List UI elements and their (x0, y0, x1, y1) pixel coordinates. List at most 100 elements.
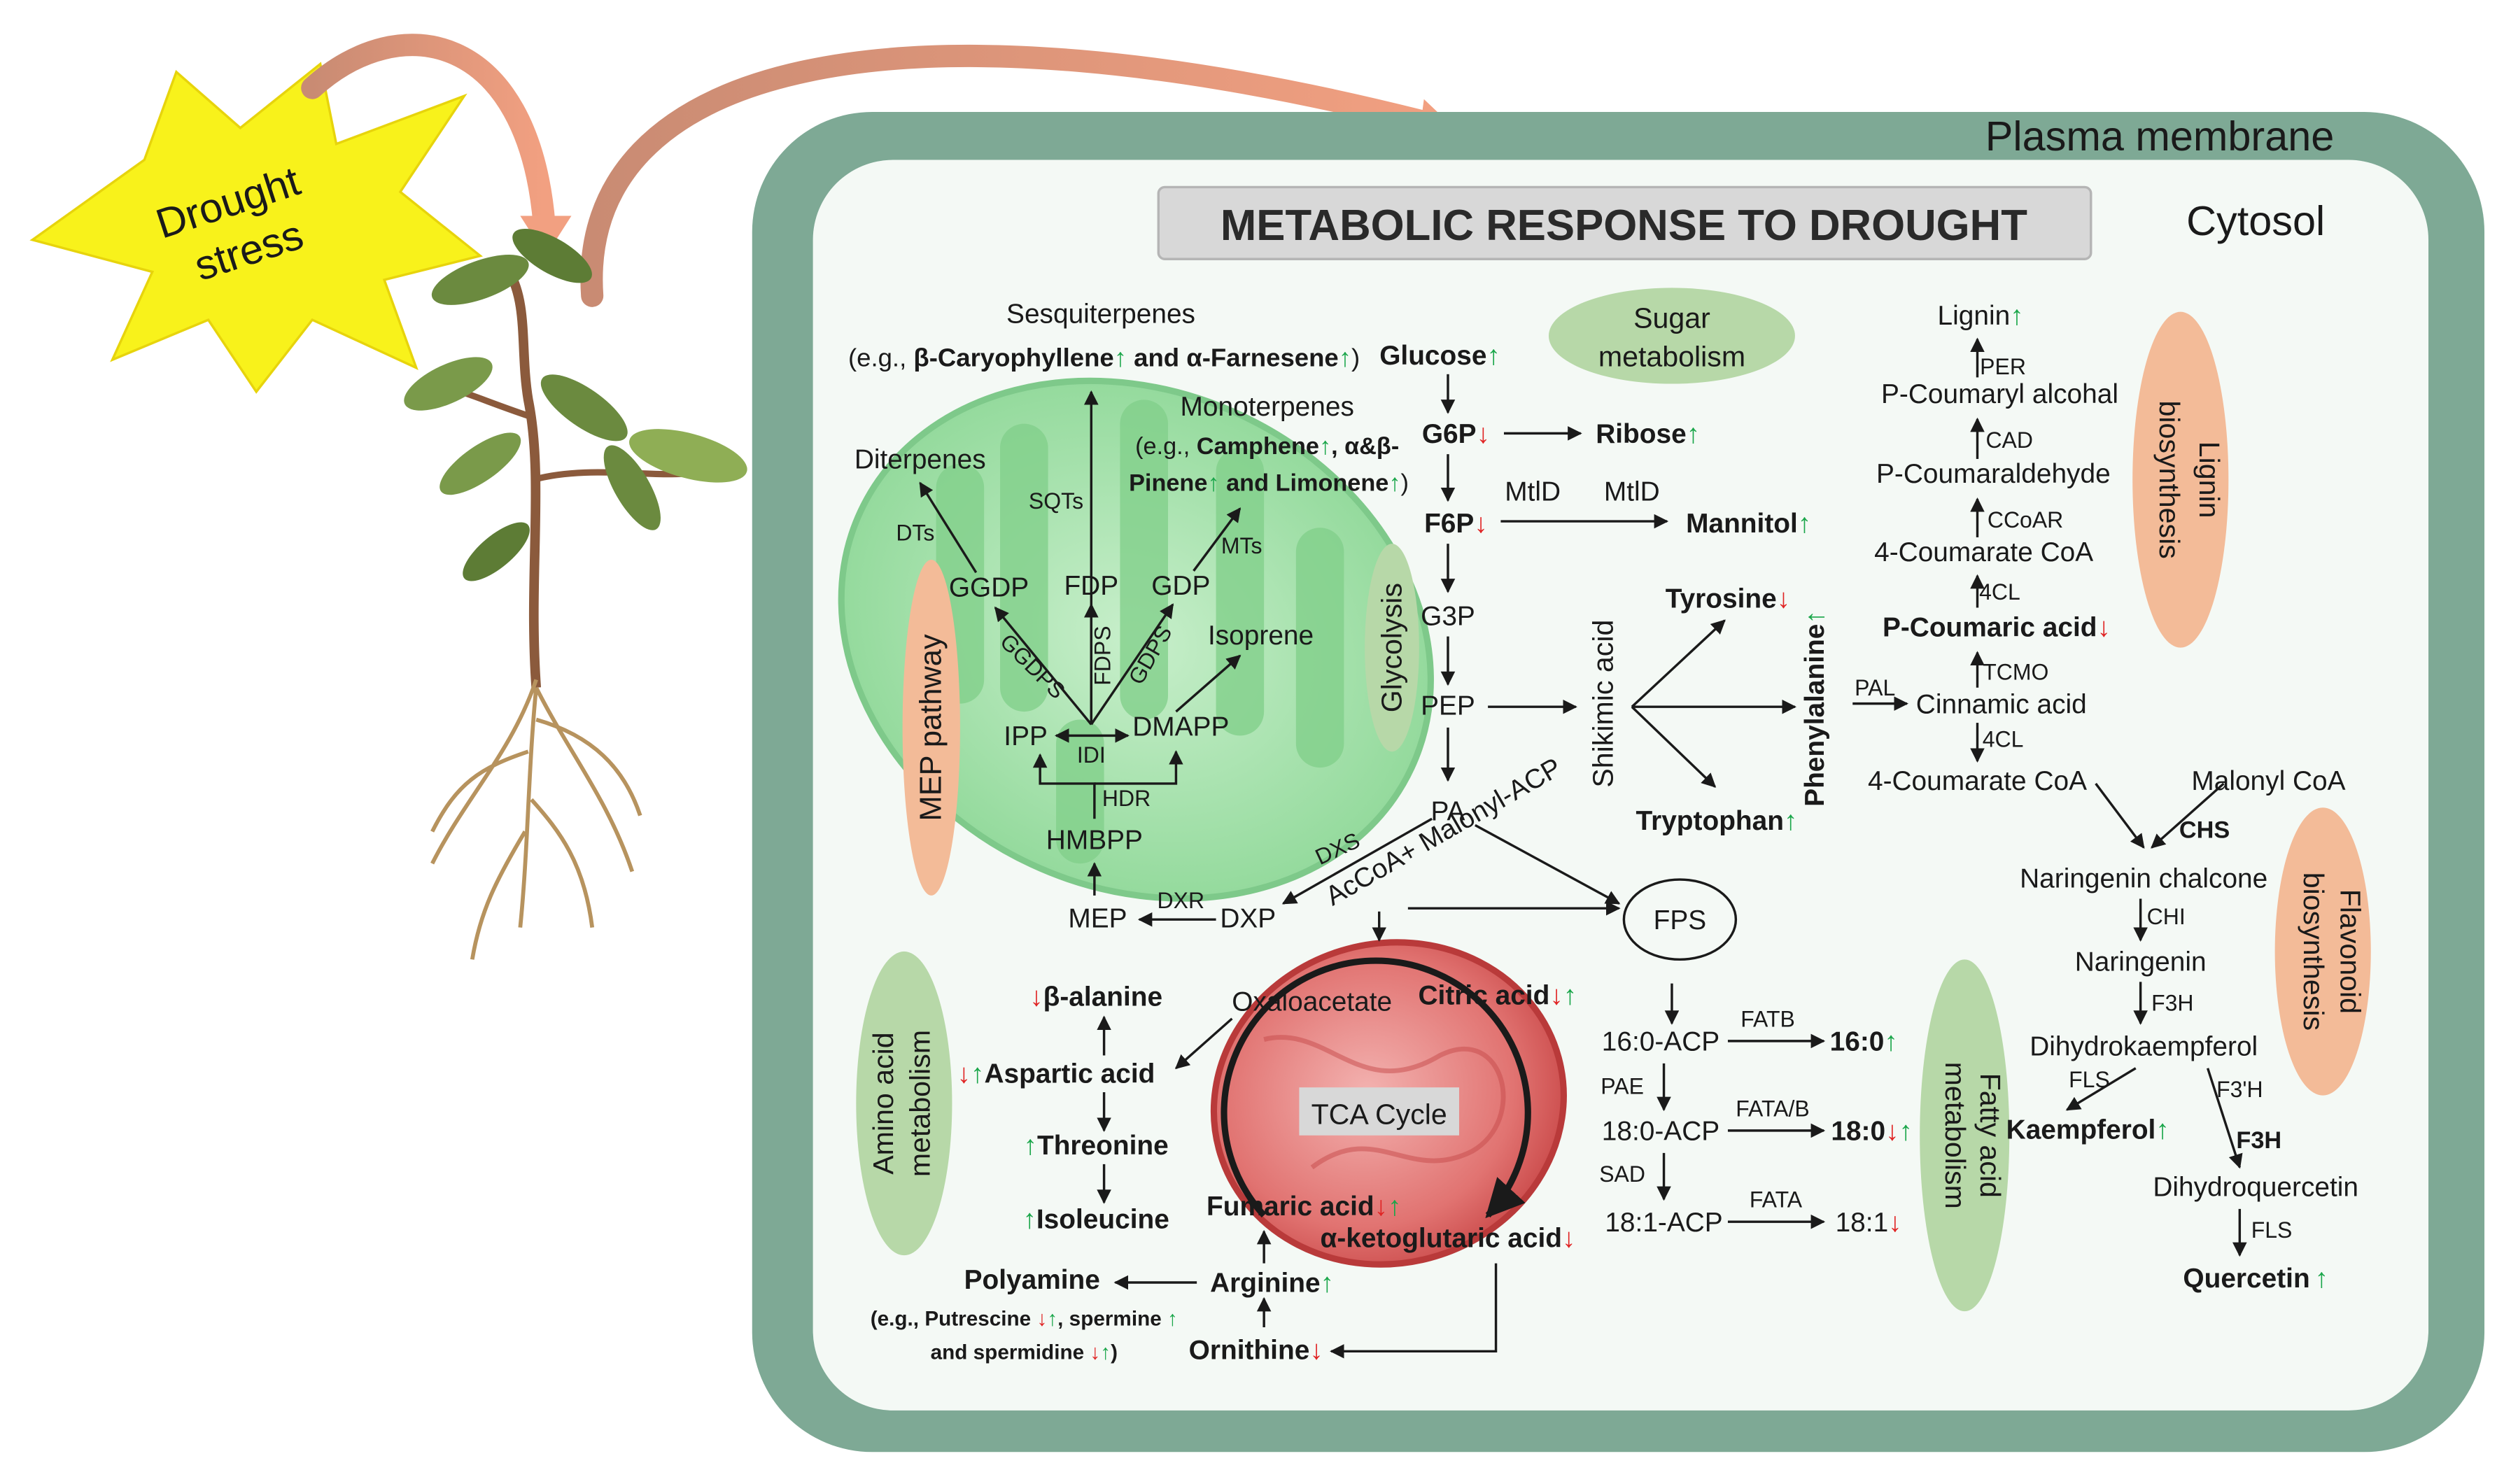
leaf (540, 374, 628, 441)
flavonoid-biosynthesis-oval (2274, 807, 2371, 1096)
polyamine-examples-line1: (e.g., Putrescine ↓↑, spermine ↑ (871, 1308, 1178, 1331)
phenylalanine-label: Phenylalanine↑ (1800, 610, 1830, 807)
mep-pathway-oval (902, 559, 960, 896)
lignin-product-label: Lignin↑ (1938, 301, 2024, 331)
arginine-label: Arginine↑ (1210, 1269, 1334, 1299)
fa-16-0-label: 16:0↑ (1830, 1027, 1898, 1057)
amino-acid-arrows (1097, 1015, 1498, 1359)
mitochondrion-cristae (1263, 1035, 1506, 1170)
acp-18-0-label: 18:0-ACP (1602, 1117, 1719, 1147)
plant-roots (430, 679, 642, 960)
leaf (404, 357, 493, 411)
dihydrokaempferol-label: Dihydrokaempferol (2030, 1031, 2258, 1061)
monoterpenes-examples-line1: (e.g., Camphene↑, α&β- (1135, 433, 1399, 460)
fumaric-acid-label: Fumaric acid↓↑ (1207, 1192, 1401, 1222)
thylakoid (1056, 719, 1104, 864)
fatab-label: FATA/B (1736, 1096, 1809, 1121)
tryptophan-label: Tryptophan↑ (1636, 806, 1798, 836)
fps-circle (1622, 878, 1738, 961)
mitochondrion: TCA Cycle (1210, 939, 1567, 1268)
diterpenes-label: Diterpenes (854, 445, 986, 475)
lignin-biosynthesis-oval (2132, 311, 2229, 648)
fls-label-2: FLS (2251, 1217, 2293, 1243)
f3prime-h-label: F3'H (2216, 1077, 2263, 1102)
leaf (463, 522, 530, 581)
4cl-label-2: 4CL (1983, 726, 2024, 751)
f6p-label: F6P↓ (1424, 509, 1488, 539)
per-label: PER (1980, 354, 2026, 379)
beta-alanine-label: ↓β-alanine (1029, 982, 1162, 1012)
glycolysis-oval (1365, 544, 1419, 752)
polyamine-examples-line2: and spermidine ↓↑) (931, 1341, 1118, 1364)
plasma-membrane-label: Plasma membrane (1985, 113, 2335, 160)
fps-label: FPS (1654, 905, 1707, 935)
leaf (603, 445, 661, 530)
fata-label: FATA (1750, 1187, 1803, 1213)
drought-starburst: Drought stress (29, 62, 483, 394)
cad-label: CAD (1985, 427, 2033, 453)
fatty-acid-arrows (1657, 983, 1826, 1229)
plant-illustration (404, 228, 747, 960)
drought-to-plant-arrow (301, 34, 556, 235)
malonyl-coa-label: Malonyl CoA (2191, 766, 2345, 796)
sugar-label-1: Sugar (1633, 302, 1710, 334)
sad-label: SAD (1599, 1161, 1645, 1187)
4-coumarate-coa-label-2: 4-Coumarate CoA (1868, 766, 2087, 796)
sesquiterpenes-examples: (e.g., β-Caryophyllene↑ and α-Farnesene↑… (848, 343, 1360, 372)
p-coumaric-acid-label: P-Coumaric acid↓ (1883, 613, 2111, 643)
tca-cycle-label: TCA Cycle (1311, 1098, 1447, 1131)
sqts-label: SQTs (1029, 488, 1083, 514)
terpene-arrows (919, 390, 1433, 927)
cinnamic-acid-label: Cinnamic acid (1916, 689, 2087, 719)
f3h-label-1: F3H (2151, 990, 2193, 1015)
fatty-label-2: metabolism (1939, 1062, 1971, 1209)
tyrosine-label: Tyrosine↓ (1666, 584, 1790, 614)
diagram-title: METABOLIC RESPONSE TO DROUGHT (1221, 202, 2027, 250)
leaf (512, 228, 592, 283)
dmapp-label: DMAPP (1132, 712, 1229, 742)
ornithine-label: Ornithine↓ (1189, 1336, 1323, 1366)
fatty-acid-metabolism-oval (1920, 959, 2010, 1312)
citric-acid-label: Citric acid↓↑ (1419, 980, 1577, 1010)
pae-label: PAE (1601, 1073, 1644, 1098)
glucose-label: Glucose↑ (1379, 341, 1500, 371)
shikimic-acid-label: Shikimic acid (1587, 620, 1619, 788)
tcmo-label: TCMO (1983, 659, 2048, 684)
plant-to-cell-arrow (580, 44, 1459, 307)
chs-label: CHS (2179, 817, 2230, 844)
lignin-arrows (1970, 337, 2225, 849)
quercetin-label: Quercetin↑ (2183, 1264, 2328, 1294)
amino-label-1: Amino acid (867, 1032, 899, 1174)
title-banner (1157, 185, 2092, 260)
hmbpp-label: HMBPP (1046, 826, 1143, 856)
leaf (431, 255, 529, 305)
oxaloacetate-label: Oxaloacetate (1232, 987, 1392, 1017)
isoleucine-label: ↑Isoleucine (1022, 1204, 1169, 1234)
4cl-label-1: 4CL (1979, 579, 2020, 605)
kaempferol-label: Kaempferol↑ (2006, 1115, 2169, 1145)
starburst-shape (29, 62, 483, 394)
ccoar-label: CCoAR (1988, 507, 2063, 532)
amino-label-2: metabolism (903, 1030, 936, 1177)
naringenin-label: Naringenin (2075, 947, 2207, 977)
pa-label: PA (1431, 796, 1465, 826)
dxr-label: DXR (1158, 888, 1205, 913)
flavonoid-arrows (2065, 898, 2247, 1257)
flavonoid-label-1: Flavonoid (2334, 889, 2366, 1014)
g6p-label: G6P↓ (1422, 419, 1490, 449)
mts-label: MTs (1221, 533, 1262, 558)
gdp-label: GDP (1151, 571, 1210, 601)
dts-label: DTs (896, 521, 934, 546)
leaf (439, 432, 521, 495)
monoterpenes-examples-line2: Pinene↑ and Limonene↑) (1129, 470, 1409, 497)
monoterpenes-label: Monoterpenes (1181, 392, 1354, 422)
lignin-label-1: Lignin (2193, 441, 2225, 518)
ribose-label: Ribose↑ (1596, 419, 1700, 449)
mep-pathway-label: MEP pathway (914, 634, 948, 821)
p-coumaryl-alcohol-label: P-Coumaryl alcohal (1881, 379, 2118, 409)
g3p-label: G3P (1421, 602, 1475, 632)
isoprene-label: Isoprene (1208, 621, 1314, 651)
naringenin-chalcone-label: Naringenin chalcone (2020, 863, 2267, 893)
glycolysis-label: Glycolysis (1376, 583, 1408, 712)
